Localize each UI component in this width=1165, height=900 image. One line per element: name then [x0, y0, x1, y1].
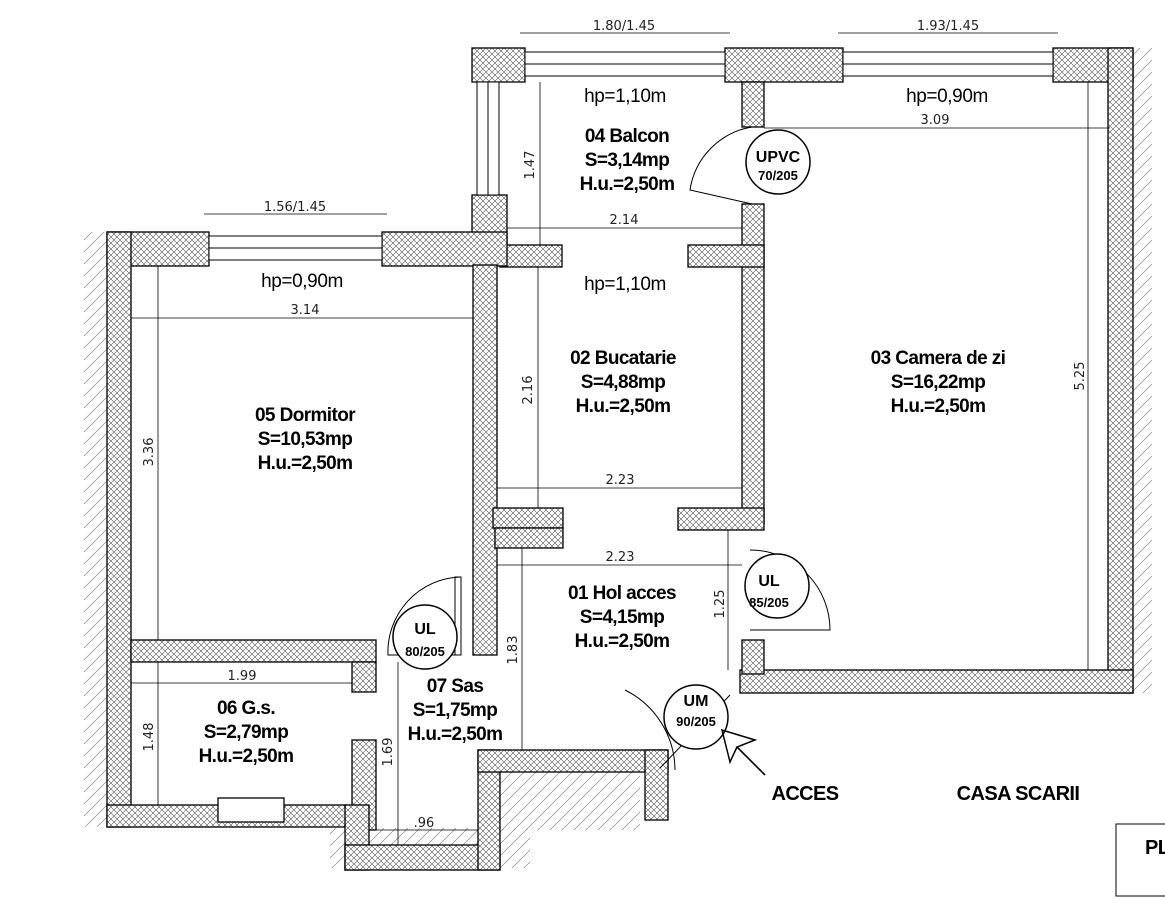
door-ul-hol: UL 85/205 — [749, 573, 789, 610]
casa-scarii-label: CASA SCARII — [957, 783, 1080, 805]
sill-height-balcon: hp=1,10m — [584, 86, 666, 107]
room-height: H.u.=2,50m — [199, 746, 294, 767]
room-name: 03 Camera de zi — [871, 348, 1006, 369]
dim-balcon-height: 1.47 — [523, 151, 538, 180]
door-um: UM 90/205 — [676, 693, 716, 729]
dim-hol-width: 2.23 — [606, 550, 635, 565]
room-area: S=16,22mp — [891, 372, 985, 393]
door-swings — [387, 126, 831, 771]
room-height: H.u.=2,50m — [408, 724, 503, 745]
room-height: H.u.=2,50m — [575, 631, 670, 652]
door-type: UM — [684, 693, 709, 710]
room-area: S=1,75mp — [413, 700, 497, 721]
room-height: H.u.=2,50m — [576, 396, 671, 417]
sill-height-dormitor: hp=0,90m — [261, 271, 343, 292]
dim-dormitor-width: 3.14 — [291, 303, 320, 318]
dim-camera-height: 5.25 — [1073, 362, 1088, 391]
room-gs: 06 G.s. S=2,79mp H.u.=2,50m — [199, 698, 294, 767]
sill-height-camera: hp=0,90m — [906, 86, 988, 107]
room-name: 06 G.s. — [217, 698, 275, 719]
dim-camera-width: 3.09 — [921, 113, 950, 128]
dim-balcon-width: 2.14 — [610, 213, 639, 228]
dim-win-dormitor: 1.56/1.45 — [264, 200, 326, 215]
door-ul-dormitor: UL 80/205 — [405, 621, 445, 659]
dimension-labels: 1.80/1.45 1.93/1.45 1.56/1.45 3.09 5.25 … — [142, 19, 1088, 831]
room-area: S=4,88mp — [581, 372, 665, 393]
room-name: 02 Bucatarie — [570, 348, 676, 369]
sill-height-bucatarie: hp=1,10m — [584, 274, 666, 295]
acces-label: ACCES — [771, 783, 838, 805]
room-balcon: 04 Balcon S=3,14mp H.u.=2,50m — [580, 126, 675, 195]
room-camera-de-zi: 03 Camera de zi S=16,22mp H.u.=2,50m — [871, 348, 1006, 417]
room-area: S=10,53mp — [258, 429, 352, 450]
door-type: UPVC — [756, 149, 801, 166]
dim-win-balcon: 1.80/1.45 — [593, 19, 655, 34]
walls — [106, 47, 1134, 871]
room-dormitor: 05 Dormitor S=10,53mp H.u.=2,50m — [255, 405, 357, 474]
room-name: 07 Sas — [427, 676, 484, 697]
entry-arrow-icon — [720, 728, 766, 776]
room-name: 05 Dormitor — [255, 405, 356, 426]
ground-hatching — [84, 48, 1152, 868]
dim-win-camera: 1.93/1.45 — [917, 19, 979, 34]
room-name: 04 Balcon — [585, 126, 669, 147]
door-type: UL — [758, 573, 780, 590]
door-type: UL — [414, 621, 436, 638]
dim-bucatarie-height: 2.16 — [521, 376, 536, 405]
dim-sas-width: .96 — [414, 816, 435, 831]
room-hol-acces: 01 Hol acces S=4,15mp H.u.=2,50m — [568, 583, 677, 652]
room-bucatarie: 02 Bucatarie S=4,88mp H.u.=2,50m — [570, 348, 676, 417]
dim-gs-height: 1.48 — [142, 723, 157, 752]
door-upvc: UPVC 70/205 — [756, 149, 801, 183]
windows — [208, 51, 1054, 261]
door-size: 85/205 — [749, 595, 789, 610]
room-area: S=2,79mp — [204, 722, 288, 743]
room-area: S=3,14mp — [585, 150, 669, 171]
title-block — [1115, 823, 1165, 897]
dim-sas-height: 1.83 — [506, 636, 521, 665]
door-size: 70/205 — [758, 168, 798, 183]
door-size: 80/205 — [405, 644, 445, 659]
dim-sas-height2: 1.69 — [381, 738, 396, 767]
door-size: 90/205 — [676, 714, 716, 729]
room-sas: 07 Sas S=1,75mp H.u.=2,50m — [408, 676, 503, 745]
room-name: 01 Hol acces — [568, 583, 676, 604]
room-height: H.u.=2,50m — [258, 453, 353, 474]
dimension-lines — [131, 32, 1110, 845]
dim-hol-height: 1.25 — [713, 590, 728, 619]
dim-dormitor-height: 3.36 — [142, 438, 157, 467]
corner-label: PL — [1145, 837, 1165, 859]
dim-gs-width: 1.99 — [228, 669, 257, 684]
room-height: H.u.=2,50m — [891, 396, 986, 417]
room-area: S=4,15mp — [580, 607, 664, 628]
dim-bucatarie-width: 2.23 — [606, 473, 635, 488]
room-height: H.u.=2,50m — [580, 174, 675, 195]
